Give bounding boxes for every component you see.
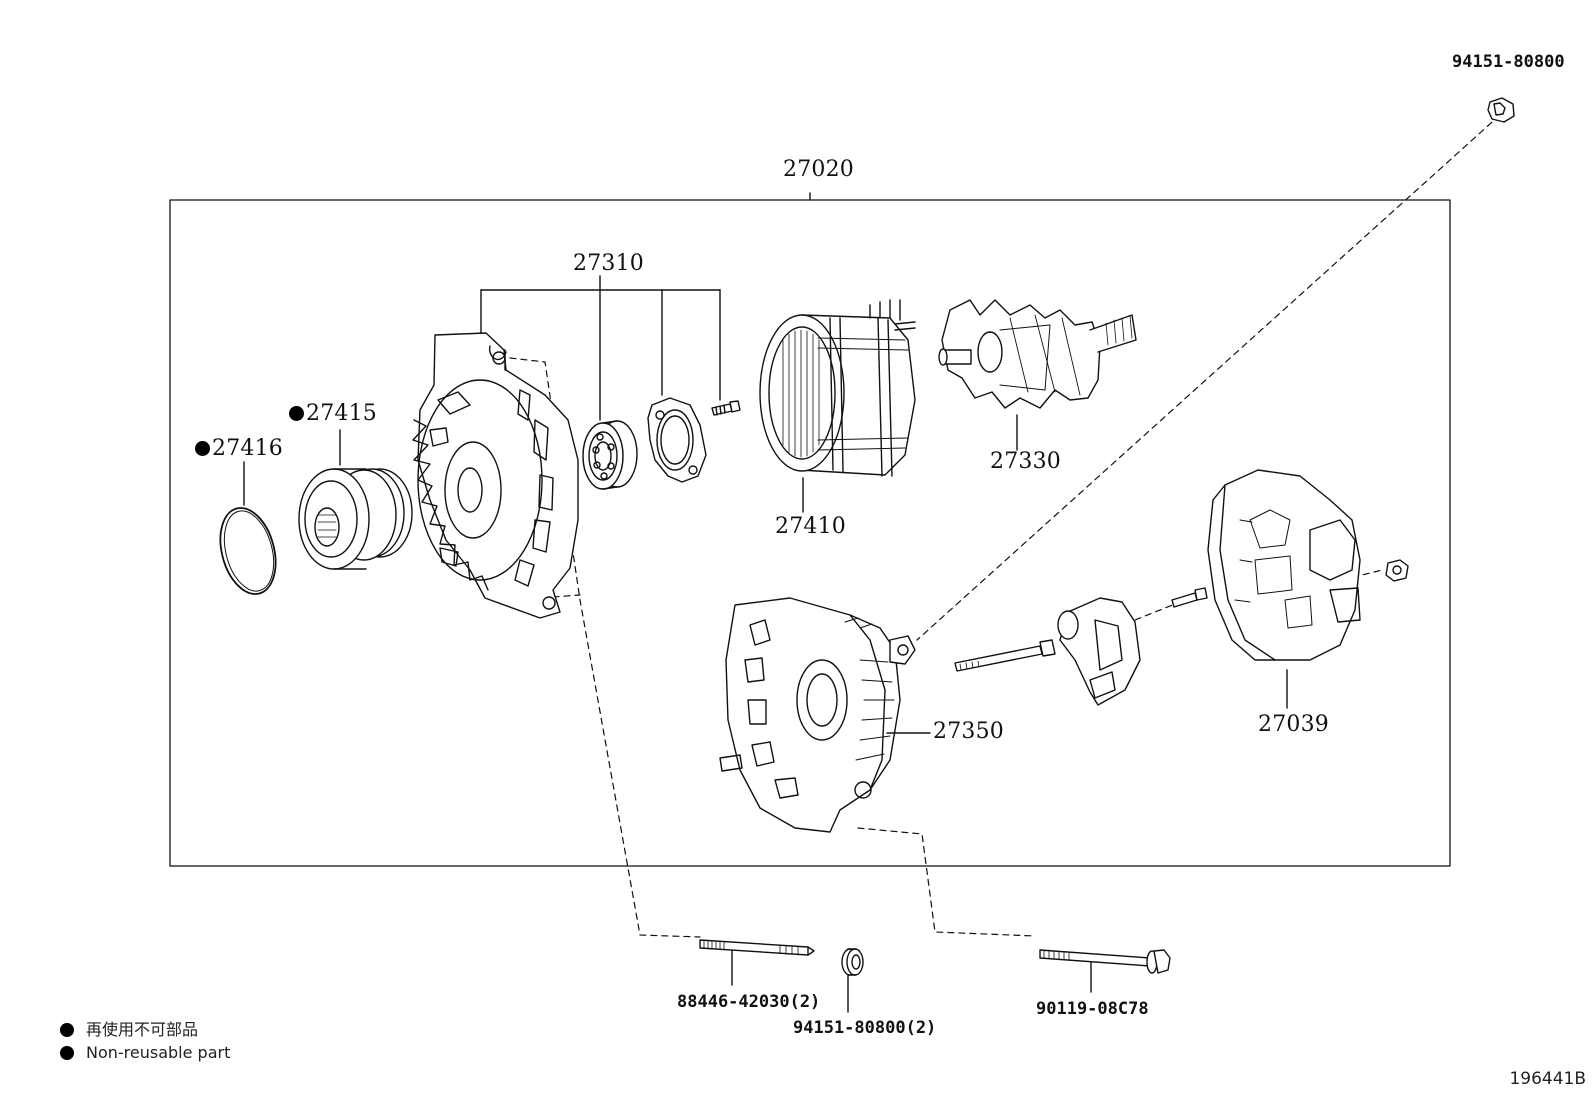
- non-reusable-marker-icon: [60, 1023, 74, 1037]
- bearing-icon: [582, 420, 638, 490]
- non-reusable-marker-icon: [60, 1046, 74, 1060]
- small-nut-icon: [1385, 559, 1409, 582]
- label-94151-top: 94151-80800: [1452, 52, 1565, 72]
- regulator-icon: [1057, 597, 1141, 706]
- rotor-icon: [938, 299, 1137, 409]
- label-27416-text: 27416: [212, 436, 283, 461]
- label-27330: 27330: [990, 449, 1061, 474]
- non-reusable-marker-icon: [289, 406, 304, 421]
- non-reusable-marker-icon: [195, 441, 210, 456]
- drive-end-frame-icon: [412, 332, 579, 619]
- label-27350: 27350: [933, 719, 1004, 744]
- label-27020: 27020: [783, 157, 854, 182]
- stud-icon: [699, 939, 815, 956]
- retainer-plate-icon: [647, 397, 707, 483]
- legend-jp: 再使用不可部品: [60, 1016, 198, 1040]
- figure-code: 196441B: [1509, 1069, 1586, 1089]
- rear-frame-icon: [719, 597, 916, 833]
- stator-icon: [759, 299, 916, 477]
- pulley-icon: [298, 468, 413, 570]
- label-27416: 27416: [195, 437, 283, 461]
- label-27410: 27410: [775, 514, 846, 539]
- nut-top-icon: [1487, 97, 1515, 123]
- rear-cover-icon: [1207, 469, 1361, 661]
- label-27310: 27310: [573, 251, 644, 276]
- long-bolt-icon: [954, 639, 1056, 672]
- label-27415-text: 27415: [306, 401, 377, 426]
- nut-bottom-icon: [841, 948, 864, 976]
- label-27415: 27415: [289, 402, 377, 426]
- legend-en-text: Non-reusable part: [86, 1043, 231, 1062]
- legend-jp-text: 再使用不可部品: [86, 1020, 199, 1039]
- small-bolt-icon: [1171, 587, 1208, 608]
- legend-en: Non-reusable part: [60, 1043, 230, 1062]
- snap-ring-icon: [219, 507, 277, 595]
- label-94151-bottom: 94151-80800(2): [793, 1018, 937, 1038]
- label-27039: 27039: [1258, 712, 1329, 737]
- label-90119: 90119-08C78: [1036, 999, 1149, 1019]
- label-88446: 88446-42030(2): [677, 992, 821, 1012]
- screw-icon: [711, 400, 741, 416]
- flange-bolt-icon: [1039, 949, 1171, 974]
